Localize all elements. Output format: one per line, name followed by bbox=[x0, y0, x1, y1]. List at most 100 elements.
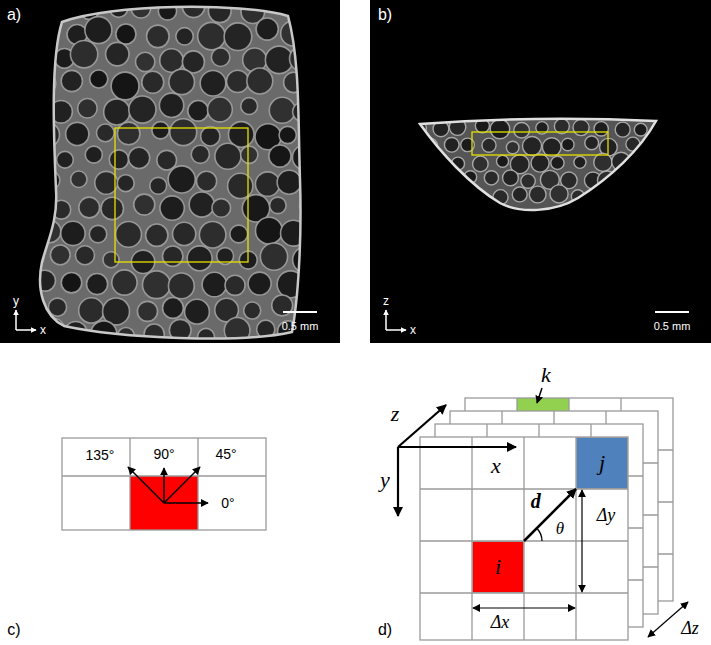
direction-arrow bbox=[164, 502, 208, 504]
angle-label: 90° bbox=[153, 447, 174, 461]
tissue-cell bbox=[521, 174, 535, 188]
voxel-j: j bbox=[576, 437, 628, 489]
tissue-cell bbox=[61, 221, 85, 245]
tissue-cell bbox=[95, 171, 118, 194]
tissue-cell bbox=[226, 70, 248, 92]
tissue-cell bbox=[256, 18, 278, 40]
tissue-cell bbox=[61, 70, 82, 91]
tissue-cell bbox=[277, 271, 304, 298]
layer-background bbox=[420, 437, 628, 640]
axis-label: x bbox=[491, 455, 501, 477]
tissue-cell bbox=[19, 298, 41, 320]
tissue-cell bbox=[573, 120, 589, 136]
tissue-cell bbox=[28, 145, 51, 168]
angle-label: 0° bbox=[221, 496, 234, 510]
tissue-cell bbox=[514, 122, 530, 138]
grid-line bbox=[471, 437, 472, 640]
tissue-cell bbox=[542, 138, 561, 157]
tissue-cell bbox=[597, 171, 616, 190]
distance-vector bbox=[524, 489, 576, 541]
tissue-cell bbox=[163, 298, 184, 319]
tissue-cell bbox=[284, 72, 304, 92]
tissue-cell bbox=[224, 23, 252, 51]
tissue-cell bbox=[613, 189, 628, 204]
tissue-cell bbox=[146, 224, 168, 246]
grid-line bbox=[197, 438, 198, 530]
tissue-cell bbox=[225, 275, 245, 295]
tissue-cell bbox=[85, 146, 102, 163]
tissue-cell bbox=[157, 150, 177, 170]
axis-arrow bbox=[385, 310, 387, 330]
tissue-cell bbox=[75, 246, 94, 265]
tissue-cell bbox=[639, 169, 659, 189]
tissue-cell bbox=[112, 270, 137, 295]
voxel-label: k bbox=[541, 364, 551, 386]
tissue-cell bbox=[297, 298, 318, 319]
tissue-cell bbox=[255, 172, 279, 196]
tissue-cell bbox=[269, 145, 291, 167]
tissue-cell bbox=[173, 222, 196, 245]
tissue-cell bbox=[25, 50, 46, 71]
tissue-cell bbox=[87, 274, 108, 295]
angle-label: 45° bbox=[215, 447, 236, 461]
tissue-cell bbox=[41, 318, 65, 342]
tissue-cell bbox=[136, 52, 155, 71]
direction-arrow bbox=[128, 467, 164, 503]
tissue-section bbox=[420, 119, 656, 210]
tissue-cell bbox=[621, 171, 637, 187]
direction-arrows bbox=[128, 467, 208, 503]
tissue-cell bbox=[109, 150, 128, 169]
tissue-cell bbox=[551, 156, 564, 169]
tissue-cell bbox=[188, 101, 209, 122]
tissue-cell bbox=[612, 152, 631, 171]
dimension-label: Δz bbox=[681, 619, 699, 637]
axis-label: y bbox=[13, 295, 19, 307]
tissue-cell bbox=[482, 138, 496, 152]
tissue-cell bbox=[594, 122, 608, 136]
tissue-cell bbox=[230, 225, 248, 243]
axis-arrow bbox=[16, 329, 36, 331]
tissue-cell bbox=[419, 138, 438, 157]
tissue-cell bbox=[523, 137, 542, 156]
tissue-section bbox=[40, 7, 300, 339]
tissue-cell bbox=[292, 145, 317, 170]
tissue-cell bbox=[497, 155, 509, 167]
axis-arrow bbox=[386, 329, 406, 331]
direction-arrow bbox=[164, 467, 200, 503]
tissue-cell bbox=[36, 22, 58, 44]
voxel-i: i bbox=[472, 541, 524, 593]
tissue-cell bbox=[70, 41, 97, 68]
tissue-cell bbox=[66, 122, 89, 145]
direction-arrow bbox=[163, 468, 165, 503]
tissue-cell bbox=[168, 166, 195, 193]
tissue-cell bbox=[79, 197, 100, 218]
tissue-cell bbox=[117, 122, 140, 145]
tissue-cell bbox=[413, 155, 431, 173]
tissue-cell bbox=[176, 28, 193, 45]
tissue-cell bbox=[615, 122, 630, 137]
tissue-cell bbox=[137, 301, 157, 321]
tissue-cell bbox=[57, 151, 74, 168]
tissue-cell bbox=[96, 124, 114, 142]
tissue-cell bbox=[198, 22, 226, 50]
leader-arrow bbox=[537, 388, 542, 403]
tissue-cell bbox=[152, 122, 169, 139]
tissue-cell bbox=[300, 198, 316, 214]
tissue-cell bbox=[182, 0, 205, 18]
angle-label: 135° bbox=[86, 448, 115, 462]
tissue-cell bbox=[562, 138, 574, 150]
dimension-label: Δy bbox=[597, 506, 616, 524]
tissue-cell bbox=[189, 192, 214, 217]
tissue-cell bbox=[413, 190, 428, 205]
angle-arc bbox=[537, 528, 542, 541]
tissue-cell bbox=[585, 136, 599, 150]
tissue-cell bbox=[503, 170, 519, 186]
tissue-cell bbox=[134, 194, 155, 215]
tissue-cell bbox=[293, 102, 312, 121]
tissue-cell bbox=[61, 272, 81, 292]
tissue-cell bbox=[34, 73, 56, 95]
tissue-cell bbox=[185, 299, 210, 324]
